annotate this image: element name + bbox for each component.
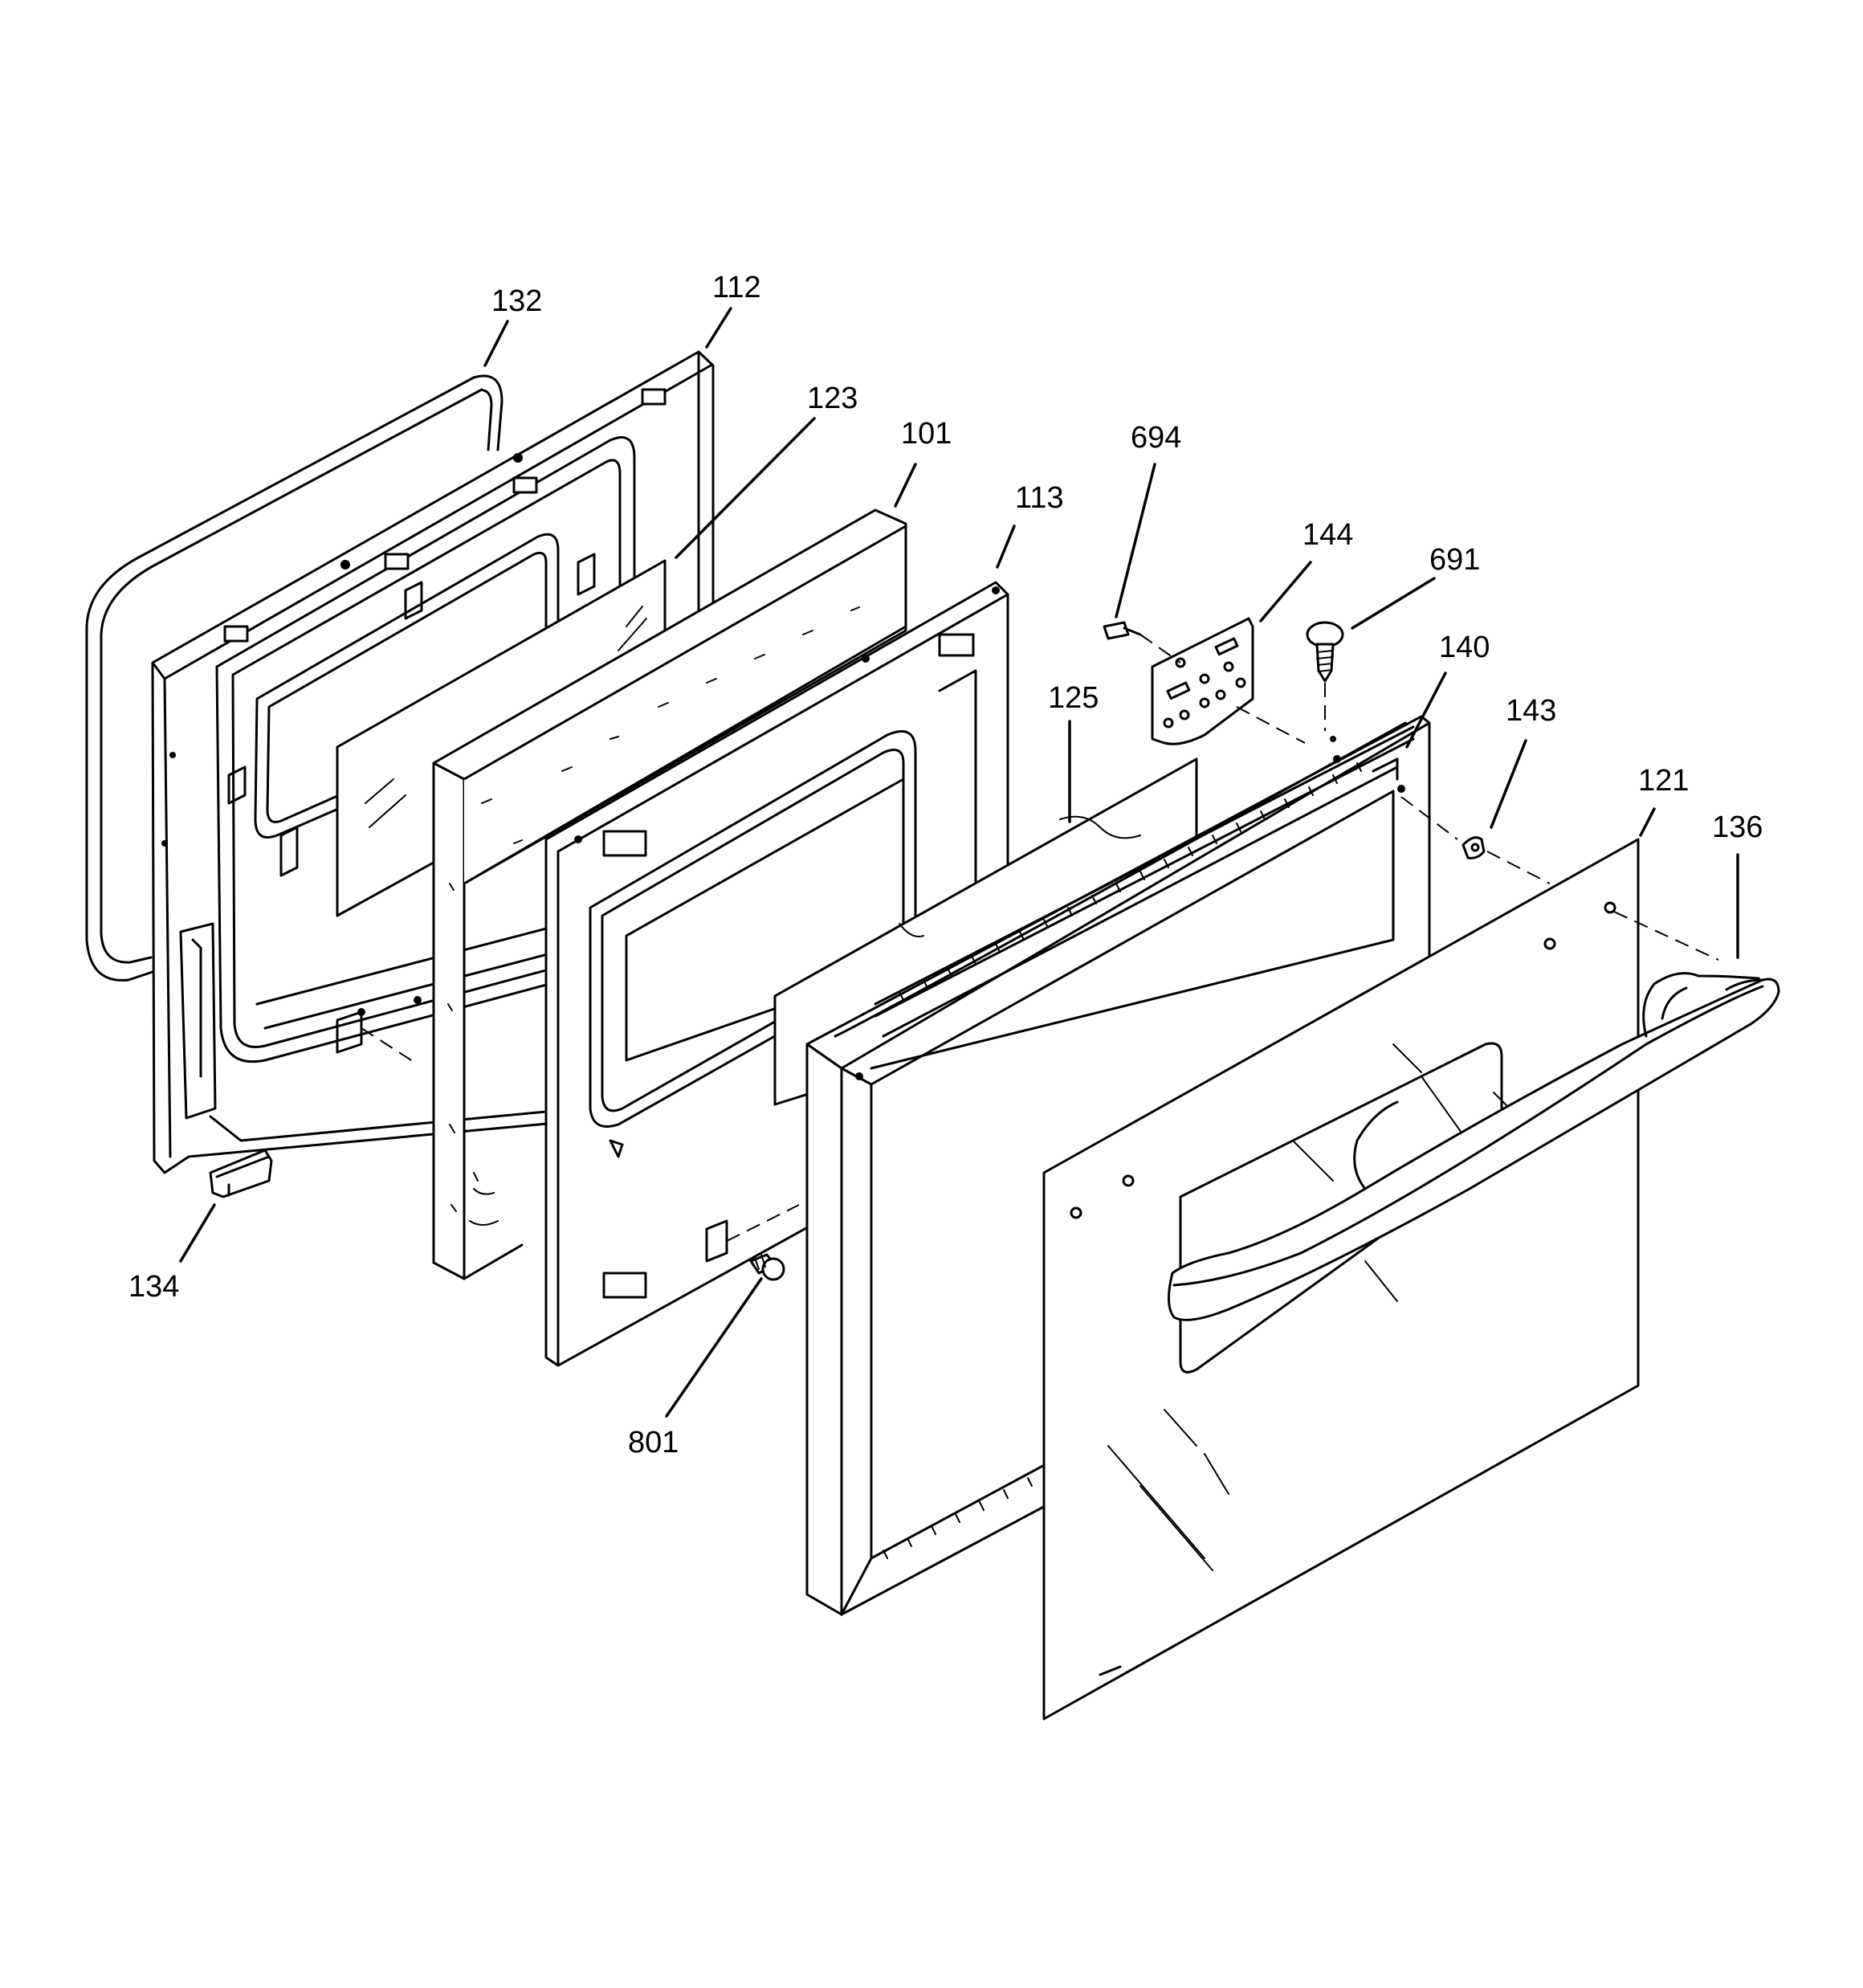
label-691: 691 [1429, 543, 1480, 577]
label-121: 121 [1638, 764, 1689, 798]
alignment-line-liner [361, 1027, 418, 1065]
label-134: 134 [128, 1270, 179, 1304]
label-113: 113 [1015, 481, 1064, 515]
part-143-clip [1400, 796, 1551, 884]
part-136-handle [1168, 972, 1780, 1321]
label-136: 136 [1712, 810, 1763, 844]
label-132: 132 [491, 284, 542, 318]
label-112: 112 [712, 271, 761, 304]
part-694-pin [1103, 621, 1306, 744]
part-691-screw [1306, 621, 1344, 731]
label-140: 140 [1439, 631, 1490, 664]
part-132-gasket [85, 374, 503, 982]
part-134-bracket [209, 1149, 273, 1198]
label-123: 123 [807, 382, 858, 415]
label-694: 694 [1131, 421, 1181, 455]
part-144-hinge-plate [1151, 617, 1254, 745]
label-144: 144 [1302, 518, 1353, 552]
leader-lines [179, 307, 1739, 1418]
part-801-screw [749, 1253, 785, 1281]
label-125: 125 [1048, 681, 1099, 715]
label-101: 101 [901, 417, 952, 451]
alignment-line-handle [1613, 911, 1719, 961]
part-labels: 132 112 123 101 113 694 144 691 140 125 … [128, 271, 1763, 1459]
part-101-insulation [432, 508, 907, 1280]
label-143: 143 [1506, 694, 1556, 728]
label-801: 801 [628, 1426, 679, 1459]
part-121-outer-glass [1042, 838, 1640, 1721]
